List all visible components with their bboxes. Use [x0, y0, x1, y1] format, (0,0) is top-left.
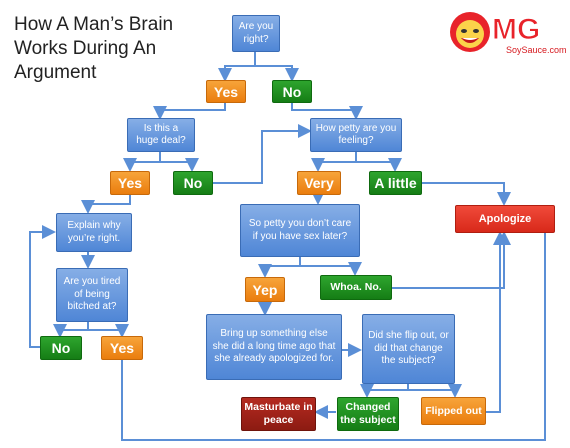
node-label: Explain why you’re right. — [67, 220, 121, 244]
node-are-you-right: Are you right? — [232, 15, 280, 52]
node-a-little: A little — [369, 171, 422, 195]
node-label: Masturbate in peace — [244, 401, 313, 426]
title-line-1: How A Man’s Brain — [14, 14, 174, 35]
node-label: Did she flip out, or did that change the… — [368, 330, 449, 367]
node-very: Very — [297, 171, 341, 195]
node-changed-subject: Changed the subject — [337, 397, 399, 431]
title-line-3: Argument — [14, 62, 97, 83]
node-label: Is this a huge deal? — [136, 122, 186, 147]
node-whoa-no: Whoa. No. — [320, 275, 392, 300]
node-label: Yep — [252, 281, 278, 298]
node-label: Apologize — [478, 213, 532, 225]
node-yes-1: Yes — [206, 80, 246, 103]
node-how-petty: How petty are you feeling? — [310, 118, 402, 152]
node-label: Changed the subject — [340, 401, 396, 426]
mg-soysauce-logo: MG SoySauce.com — [450, 12, 567, 55]
node-label: A little — [374, 175, 417, 191]
node-masturbate: Masturbate in peace — [241, 397, 316, 431]
node-label: Are you right? — [238, 21, 274, 45]
node-label: Bring up something else she did a long t… — [212, 328, 336, 365]
node-label: No — [282, 83, 302, 100]
node-label: Yes — [213, 83, 239, 100]
page-title: How A Man’s Brain Works During An Argume… — [14, 13, 214, 85]
node-apologize: Apologize — [455, 205, 555, 233]
node-did-she-flip-out: Did she flip out, or did that change the… — [362, 314, 455, 384]
node-tired: Are you tired of being bitched at? — [56, 268, 128, 322]
node-label: Very — [304, 175, 334, 191]
node-explain-why: Explain why you’re right. — [56, 213, 132, 252]
node-label: Yes — [109, 340, 135, 356]
node-no-3: No — [40, 336, 82, 360]
node-huge-deal: Is this a huge deal? — [127, 118, 195, 152]
node-flipped-out: Flipped out — [421, 397, 486, 425]
node-label: Yes — [117, 175, 143, 191]
node-label: No — [183, 175, 203, 191]
node-yes-2: Yes — [110, 171, 150, 195]
node-label: No — [51, 340, 71, 356]
node-label: Are you tired of being bitched at? — [63, 276, 121, 313]
node-no-2: No — [173, 171, 213, 195]
logo-sub: SoySauce.com — [506, 45, 567, 55]
node-so-petty: So petty you don’t care if you have sex … — [240, 204, 360, 257]
node-no-1: No — [272, 80, 312, 103]
logo-brand: MG — [492, 13, 540, 46]
node-bring-up: Bring up something else she did a long t… — [206, 314, 342, 380]
node-yes-3: Yes — [101, 336, 143, 360]
node-label: Flipped out — [425, 405, 482, 417]
node-yep: Yep — [245, 277, 285, 302]
node-label: Whoa. No. — [330, 281, 382, 293]
title-line-2: Works During An — [14, 38, 157, 59]
node-label: How petty are you feeling? — [315, 122, 397, 147]
node-label: So petty you don’t care if you have sex … — [248, 218, 352, 242]
